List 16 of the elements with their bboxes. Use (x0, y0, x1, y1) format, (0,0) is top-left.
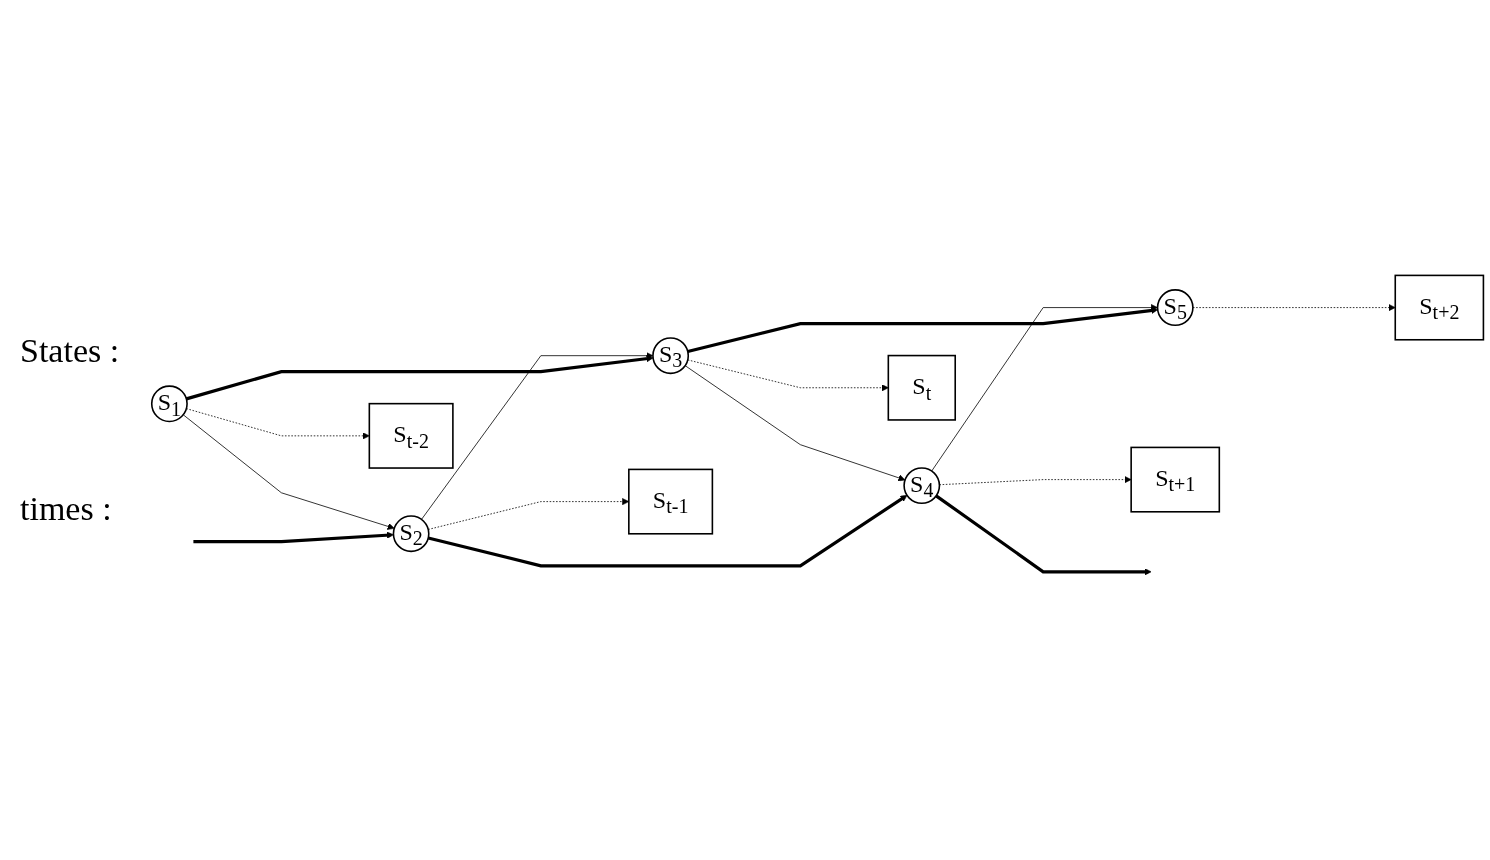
arrow (687, 307, 1159, 354)
node-circle: S$_{3}$ (652, 337, 690, 375)
node-box: S$_{t-1}$ (628, 469, 714, 535)
node-circle: S$_{5}$ (1156, 289, 1194, 327)
node-circle: S$_{4}$ (903, 467, 941, 505)
node-circle: S$_{2}$ (392, 515, 430, 553)
row-label: times : (20, 490, 113, 528)
arrow (186, 355, 654, 401)
node-box: S$_{t}$ (887, 355, 957, 422)
row-label: States : (20, 332, 120, 370)
node-box: S$_{t+1}$ (1130, 447, 1221, 513)
node-box: S$_{t+2}$ (1394, 275, 1485, 341)
arrow (193, 532, 394, 544)
node-box: S$_{t-2}$ (368, 403, 454, 470)
node-circle: S$_{1}$ (151, 385, 189, 423)
arrow (935, 494, 1152, 576)
